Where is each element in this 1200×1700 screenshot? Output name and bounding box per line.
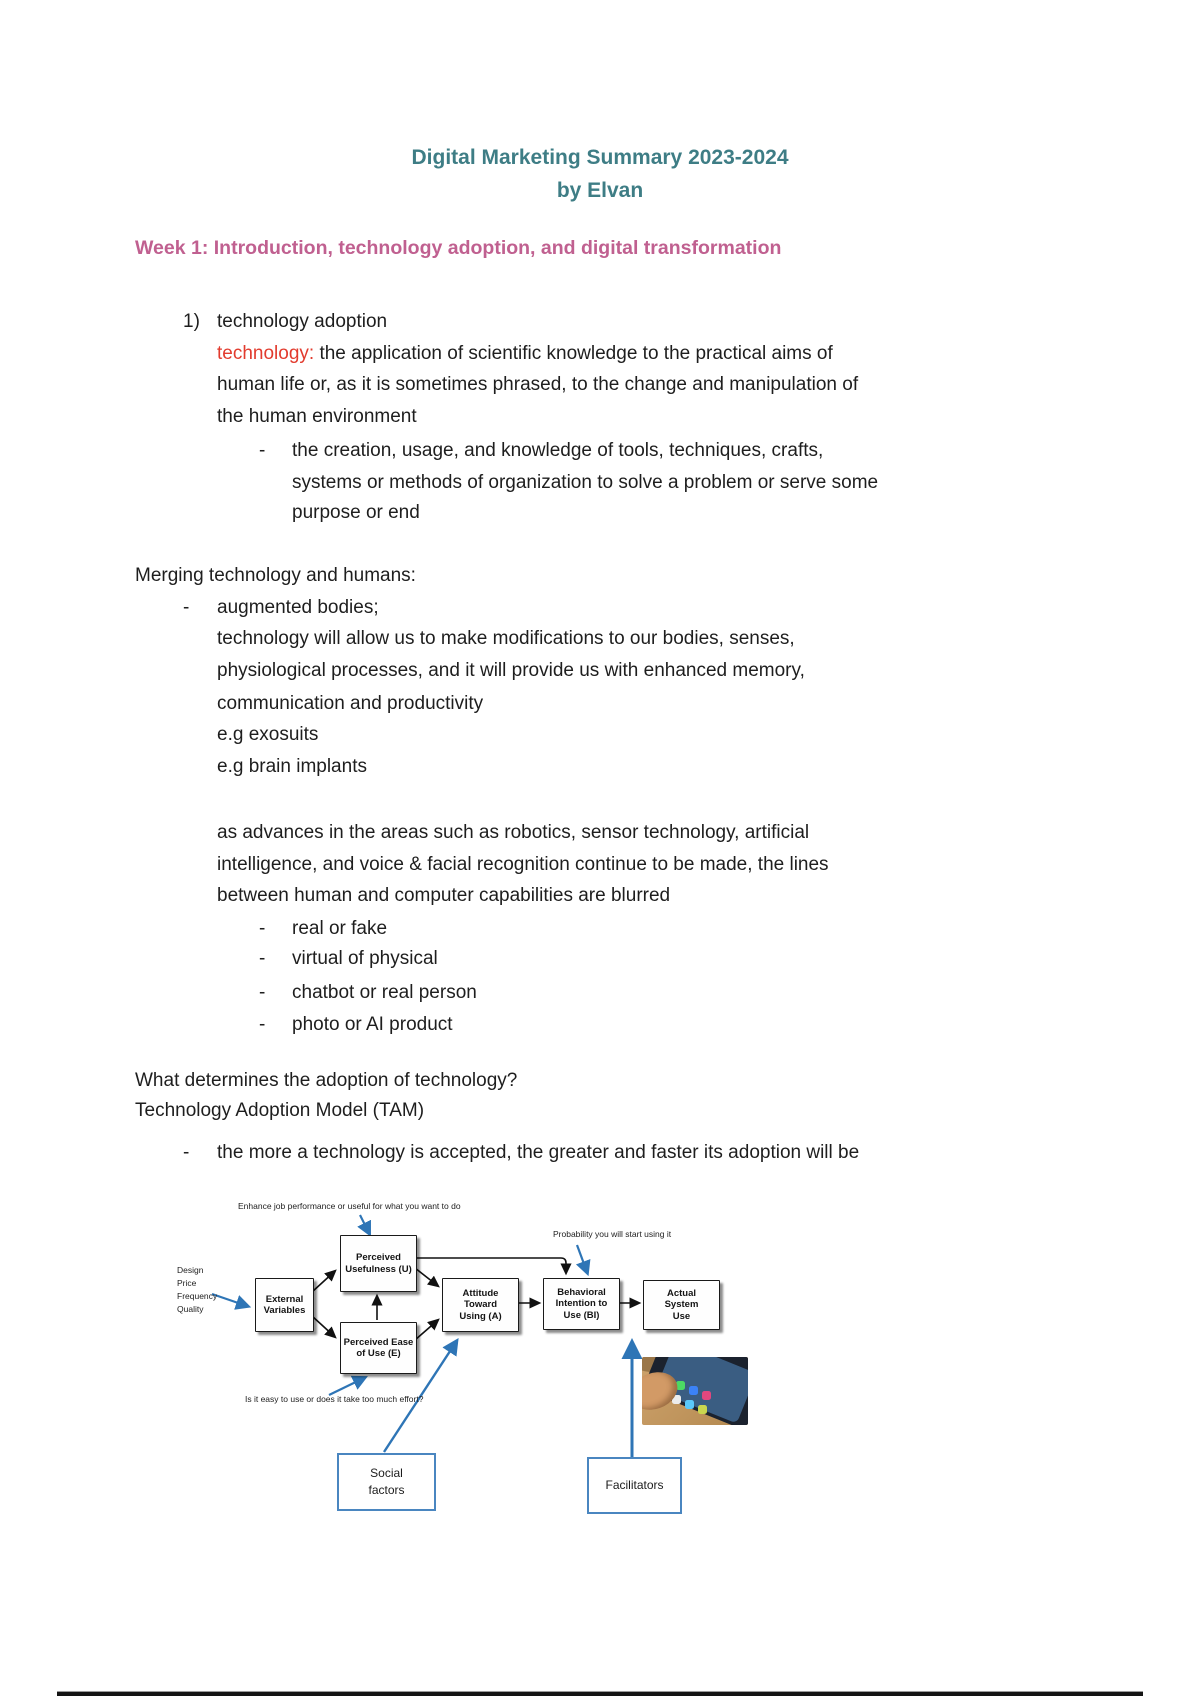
bullet-dash: - [259,440,266,461]
bullet-continuation: communication and productivity [217,693,484,714]
definition-term: technology: [217,343,315,364]
definition-line: human life or, as it is sometimes phrase… [217,374,859,395]
bullet-item: -real or fake [259,918,388,939]
bullet-dash: - [183,1142,190,1163]
bullet-continuation: purpose or end [292,502,420,523]
tam-box-attitude-toward-using: Attitude Toward Using (A) [442,1278,519,1332]
tam-box-actual-system-use: Actual System Use [643,1280,720,1330]
bullet-dash: - [183,597,190,618]
doc-title: Digital Marketing Summary 2023-2024 [411,146,789,169]
tam-box-perceived-ease-of-use: Perceived Ease of Use (E) [340,1322,417,1374]
page-bottom-rule [57,1691,1143,1696]
model-name-line: Technology Adoption Model (TAM) [135,1100,425,1121]
list-item: 1) technology adoption [183,311,387,333]
tam-box-external-variables: External Variables [255,1278,314,1332]
tam-diagram-arrows [211,1214,643,1457]
tam-box-social-factors: Social factors [337,1453,436,1511]
bullet-continuation: technology will allow us to make modific… [217,628,795,649]
list-item-label: technology adoption [217,311,388,332]
tam-box-perceived-usefulness: Perceived Usefulness (U) [340,1235,417,1292]
bullet-continuation: systems or methods of organization to so… [292,472,879,493]
bullet-item: -virtual of physical [259,948,438,969]
app-icon [702,1391,711,1400]
tam-annotation-right: Probability you will start using it [553,1229,672,1239]
example-line: e.g brain implants [217,756,367,777]
bullet-item: -chatbot or real person [259,982,477,1003]
tam-annotation-left-quality: Quality [177,1304,204,1314]
app-icon [672,1395,681,1404]
doc-subtitle: by Elvan [556,179,644,202]
definition-line: technology: the application of scientifi… [217,343,833,365]
app-icon [676,1381,685,1390]
tam-annotation-left-design: Design [177,1265,204,1275]
paragraph-line: intelligence, and voice & facial recogni… [217,854,829,875]
bullet-item: -the creation, usage, and knowledge of t… [259,440,824,461]
bullet-dash: - [259,982,266,1003]
bullet-item: -photo or AI product [259,1014,453,1035]
phone-photo [642,1357,748,1425]
definition-line-rest: the application of scientific knowledge … [314,343,833,364]
bullet-dash: - [259,1014,266,1035]
tam-box-facilitators: Facilitators [587,1457,682,1514]
tam-annotation-top: Enhance job performance or useful for wh… [238,1201,461,1211]
paragraph-line: between human and computer capabilities … [217,885,671,906]
app-icon [689,1386,698,1395]
example-line: e.g exosuits [217,724,319,745]
bullet-continuation: physiological processes, and it will pro… [217,660,805,681]
tam-annotation-left-frequency: Frequency [177,1291,218,1301]
section-heading: Merging technology and humans: [135,565,416,586]
bullet-dash: - [259,948,266,969]
bullet-item: -augmented bodies; [183,597,379,618]
definition-line: the human environment [217,406,417,427]
bullet-item: -the more a technology is accepted, the … [183,1142,860,1163]
tam-annotation-left-price: Price [177,1278,197,1288]
paragraph-line: as advances in the areas such as robotic… [217,822,810,843]
bullet-dash: - [259,918,266,939]
app-icon [698,1405,707,1414]
app-icon [685,1400,694,1409]
question-line: What determines the adoption of technolo… [135,1070,518,1091]
tam-annotation-bottom: Is it easy to use or does it take too mu… [245,1394,424,1404]
tam-box-behavioral-intention: Behavioral Intention to Use (BI) [543,1278,620,1330]
list-item-number: 1) [183,311,200,332]
week-heading: Week 1: Introduction, technology adoptio… [135,237,782,259]
